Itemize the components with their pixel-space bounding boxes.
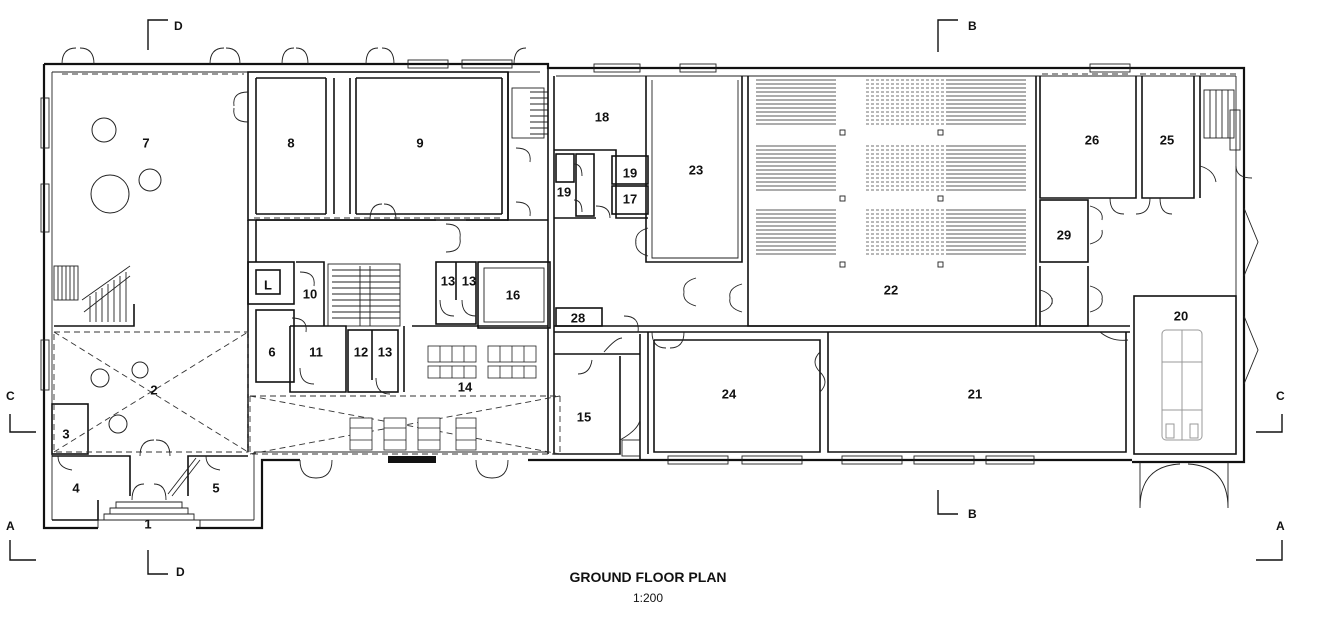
room-label-3: 3 — [62, 427, 69, 442]
room-label-20: 20 — [1174, 309, 1188, 324]
room-label-13-c: 13 — [462, 274, 476, 289]
room-label-7: 7 — [142, 136, 149, 151]
exterior-windows — [40, 59, 1241, 465]
room-label-2: 2 — [150, 383, 157, 398]
furniture — [90, 117, 1203, 451]
plan-scale: 1:200 — [633, 591, 663, 605]
room-label-17: 17 — [623, 192, 637, 207]
section-label-a-left: A — [6, 519, 15, 533]
section-label-d-bottom: D — [176, 565, 185, 579]
plan-title: GROUND FLOOR PLAN — [569, 569, 726, 585]
room-label-14: 14 — [458, 380, 473, 395]
room-labels: 1 2 3 4 5 6 7 8 9 10 11 12 13 13 13 14 1… — [62, 110, 1188, 532]
exterior-walls — [42, 62, 1246, 530]
room-label-4: 4 — [72, 481, 80, 496]
overhead-dashed-lines — [53, 73, 1236, 455]
room-label-21: 21 — [968, 387, 982, 402]
section-markers — [9, 19, 1283, 575]
room-label-1: 1 — [144, 517, 151, 532]
room-label-23: 23 — [689, 163, 703, 178]
vehicle-outline — [1161, 329, 1203, 441]
section-label-b-bottom: B — [968, 507, 977, 521]
room-label-5: 5 — [212, 481, 219, 496]
room-label-15: 15 — [577, 410, 591, 425]
room-label-19-a: 19 — [557, 185, 571, 200]
room-label-16: 16 — [506, 288, 520, 303]
section-label-c-left: C — [6, 389, 15, 403]
room-label-25: 25 — [1160, 133, 1174, 148]
room-label-19-b: 19 — [623, 166, 637, 181]
room-label-lift: L — [264, 278, 272, 293]
doors — [57, 47, 1259, 509]
room-label-11: 11 — [309, 345, 323, 360]
room-label-6: 6 — [268, 345, 275, 360]
room-label-18: 18 — [595, 110, 609, 125]
interior-walls — [51, 64, 1237, 528]
room-label-13-b: 13 — [441, 274, 455, 289]
room-label-13-a: 13 — [378, 345, 392, 360]
section-labels: D D B B C C A A — [6, 19, 1285, 579]
section-label-d-top: D — [174, 19, 183, 33]
cafe-tables — [349, 417, 477, 451]
room-label-24: 24 — [722, 387, 737, 402]
room-label-10: 10 — [303, 287, 317, 302]
section-label-c-right: C — [1276, 389, 1285, 403]
room-label-9: 9 — [416, 136, 423, 151]
auditorium-seating — [756, 79, 1026, 268]
room-label-12: 12 — [354, 345, 368, 360]
room-label-8: 8 — [287, 136, 294, 151]
tables-room-14 — [427, 345, 537, 379]
trees — [90, 117, 162, 434]
section-label-a-right: A — [1276, 519, 1285, 533]
room-label-26: 26 — [1085, 133, 1099, 148]
section-label-b-top: B — [968, 19, 977, 33]
room-label-28: 28 — [571, 311, 585, 326]
room-label-29: 29 — [1057, 228, 1071, 243]
room-label-22: 22 — [884, 283, 898, 298]
